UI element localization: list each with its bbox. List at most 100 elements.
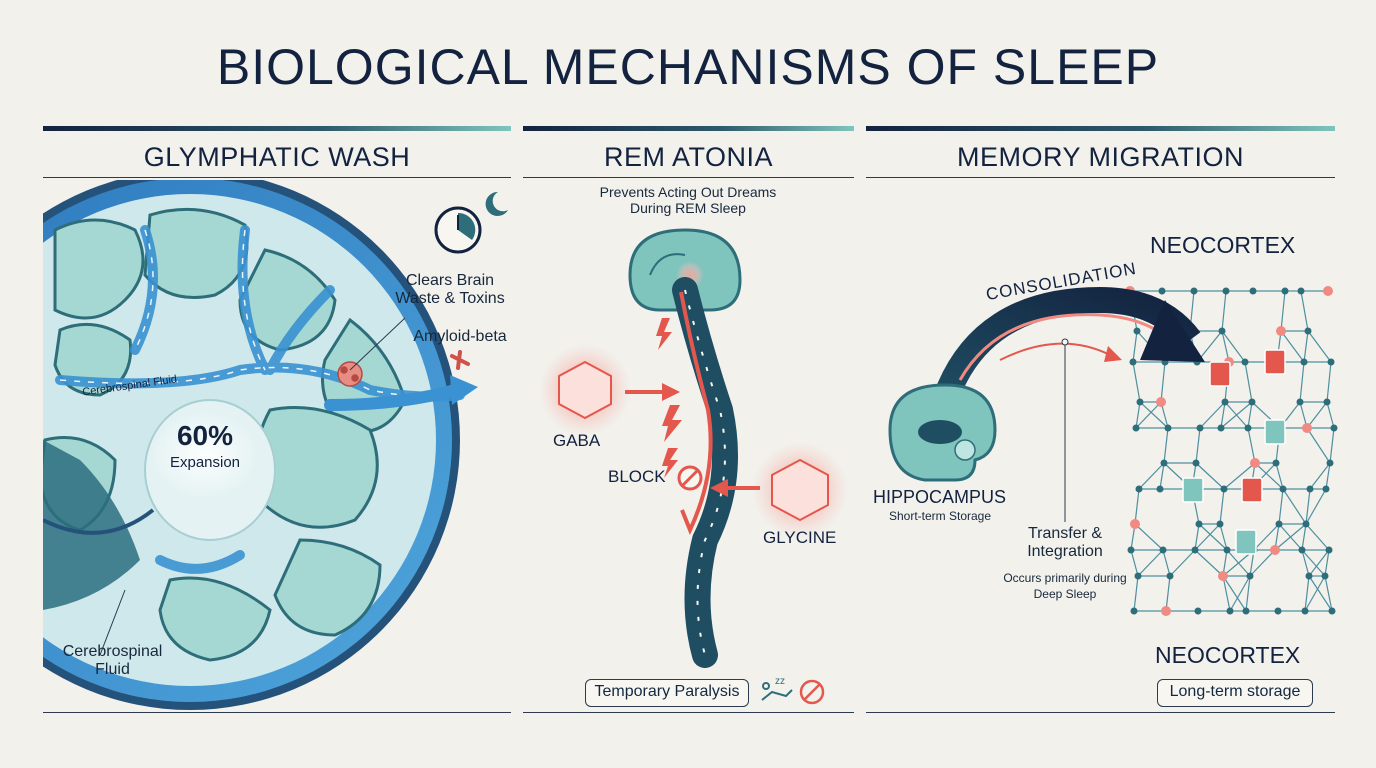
neuron-node <box>1220 485 1228 493</box>
neuron-node <box>1156 485 1164 493</box>
network-link <box>1324 549 1330 577</box>
neuron-node <box>1191 546 1199 554</box>
neuron-node <box>1248 398 1256 406</box>
signal-bolts <box>656 318 682 478</box>
network-link <box>1132 361 1141 403</box>
neuron-node <box>1164 424 1172 432</box>
neuron-node <box>1244 424 1252 432</box>
neuron-node <box>1249 287 1257 295</box>
rem-subtitle: Prevents Acting Out Dreams During REM Sl… <box>599 184 777 216</box>
network-link <box>1135 401 1162 429</box>
network-link <box>1222 575 1247 612</box>
neocortex-top-label: NEOCORTEX <box>1150 232 1296 258</box>
neuron-node <box>1136 398 1144 406</box>
network-link <box>1303 330 1309 363</box>
network-link <box>1304 575 1326 612</box>
neuron-node <box>1223 546 1231 554</box>
network-link <box>1307 330 1332 363</box>
network-link <box>1245 575 1251 612</box>
network-link <box>1274 523 1307 551</box>
neocortex-bottom-label: NEOCORTEX <box>1155 642 1301 668</box>
network-link <box>1249 549 1276 577</box>
network-link <box>1280 330 1305 363</box>
network-link <box>1169 549 1196 577</box>
active-neuron-node <box>1130 519 1140 529</box>
network-link <box>1135 401 1141 429</box>
deep-sleep-label: Occurs primarily during Deep Sleep <box>1003 571 1127 601</box>
neuron-node <box>1129 358 1137 366</box>
network-link <box>1305 523 1330 551</box>
neuron-node <box>1221 398 1229 406</box>
neocortex-network <box>1125 286 1338 616</box>
network-link <box>1198 523 1228 551</box>
glycine-arrowhead <box>710 479 728 497</box>
amyloid-plaque-icon <box>337 361 363 387</box>
neuron-node <box>1194 607 1202 615</box>
network-link <box>1309 462 1331 490</box>
consolidation-arrowhead <box>1140 300 1205 362</box>
network-link <box>1221 330 1246 363</box>
network-link <box>1194 523 1221 551</box>
network-link <box>1195 462 1225 490</box>
neuron-node <box>1217 424 1225 432</box>
network-link <box>1132 330 1138 363</box>
network-link <box>1160 361 1166 403</box>
network-link <box>1159 462 1165 490</box>
clears-leader-line <box>349 317 406 371</box>
rem-heading: REM ATONIA <box>603 142 774 172</box>
transfer-label: Transfer & Integration <box>1027 525 1103 560</box>
neuron-node <box>1133 327 1141 335</box>
network-link <box>1223 462 1256 490</box>
neuron-node <box>1326 459 1334 467</box>
moon-icon <box>485 191 508 216</box>
network-link <box>1278 488 1284 525</box>
neuron-node <box>1216 520 1224 528</box>
active-neuron-node <box>1218 571 1228 581</box>
network-link <box>1133 575 1139 612</box>
network-link <box>1194 523 1200 551</box>
network-link <box>1308 575 1333 612</box>
neuron-node <box>1300 358 1308 366</box>
amyloid-beta-label: Amyloid-beta <box>413 328 507 345</box>
hippocampus-label: HIPPOCAMPUS <box>873 487 1007 507</box>
network-link <box>1301 549 1326 577</box>
network-link <box>1165 575 1171 612</box>
active-neuron-node <box>1302 423 1312 433</box>
clock-icon <box>434 206 482 254</box>
neuron-node <box>1160 459 1168 467</box>
network-link <box>1229 575 1251 612</box>
panel-divider-rem <box>523 177 854 178</box>
neuron-node <box>1301 607 1309 615</box>
neuron-node <box>1132 424 1140 432</box>
network-link <box>1137 549 1164 577</box>
neuron-node <box>1323 398 1331 406</box>
network-link <box>1195 427 1201 464</box>
memory-document-icon <box>1264 349 1286 375</box>
memory-document-icon <box>1209 361 1231 387</box>
neuron-node <box>1158 287 1166 295</box>
network-link <box>1325 462 1331 490</box>
network-link <box>1280 290 1286 332</box>
network-link <box>1199 401 1226 429</box>
network-link <box>1301 523 1307 551</box>
csf-leader-line <box>99 589 126 656</box>
neuron-node <box>1327 358 1335 366</box>
network-link <box>1326 401 1335 429</box>
neuron-node <box>1325 546 1333 554</box>
neuron-node <box>1159 546 1167 554</box>
neuron-node <box>1241 358 1249 366</box>
transfer-arrowhead <box>1104 346 1122 362</box>
network-link <box>1299 361 1305 403</box>
main-title: BIOLOGICAL MECHANISMS OF SLEEP <box>216 39 1160 95</box>
network-link <box>1219 523 1228 551</box>
active-neuron-node <box>1156 397 1166 407</box>
neuron-node <box>1296 398 1304 406</box>
network-link <box>1301 549 1310 577</box>
network-link <box>1275 462 1284 490</box>
network-link <box>1253 523 1280 551</box>
neuron-node <box>1135 485 1143 493</box>
neuron-node <box>1192 459 1200 467</box>
network-link <box>1324 575 1333 612</box>
short-term-label: Short-term Storage <box>888 509 992 523</box>
amyloid-beta-icon <box>450 350 470 370</box>
